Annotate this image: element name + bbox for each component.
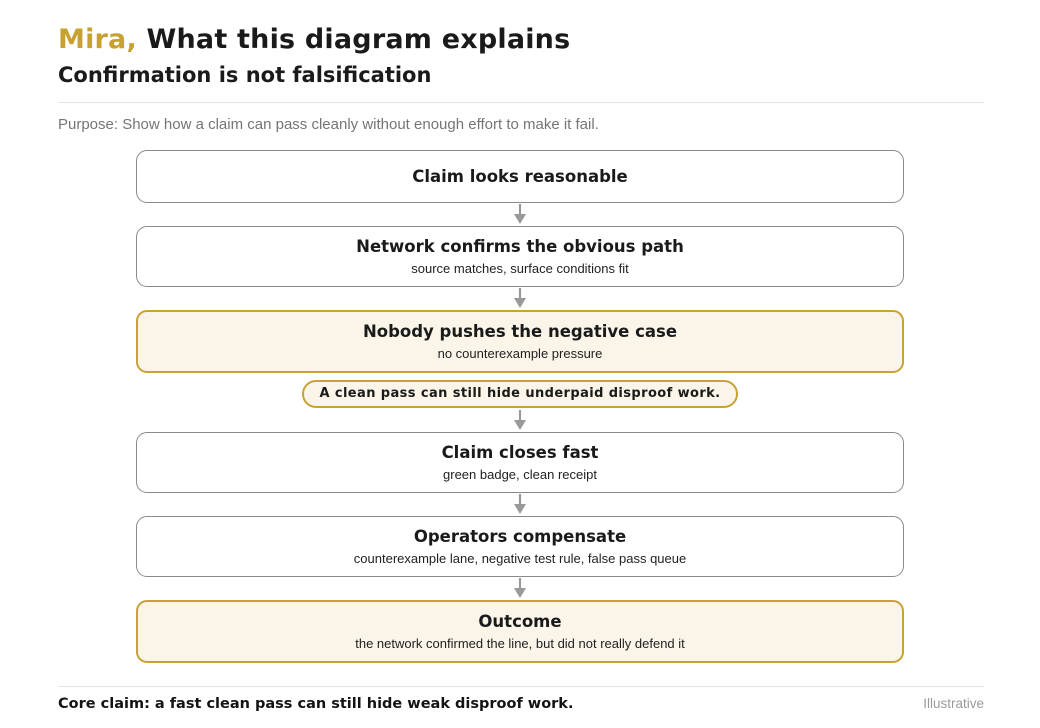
page-title: Mira, What this diagram explains bbox=[58, 24, 982, 56]
header: Mira, What this diagram explains Confirm… bbox=[0, 0, 1040, 88]
down-arrow-icon bbox=[514, 494, 526, 514]
flow-node-subtitle: no counterexample pressure bbox=[437, 346, 603, 361]
flow-node: Outcome the network confirmed the line, b… bbox=[136, 600, 904, 663]
down-arrow-icon bbox=[514, 410, 526, 430]
flow-node-title: Operators compensate bbox=[413, 527, 627, 546]
flow-node-title: Claim closes fast bbox=[441, 443, 599, 462]
flow-connector-arrow bbox=[513, 577, 527, 600]
page-subtitle: Confirmation is not falsification bbox=[58, 63, 432, 87]
callout-note: A clean pass can still hide underpaid di… bbox=[302, 380, 738, 408]
flow-connector-arrow bbox=[513, 493, 527, 516]
purpose-text: Purpose: Show how a claim can pass clean… bbox=[58, 116, 599, 133]
flow-node-title: Claim looks reasonable bbox=[412, 167, 628, 186]
flow-node: Claim closes fast green badge, clean rece… bbox=[136, 432, 904, 493]
flow-node-subtitle: green badge, clean receipt bbox=[443, 467, 597, 482]
down-arrow-icon bbox=[514, 288, 526, 308]
flow-node: Network confirms the obvious path source … bbox=[136, 226, 904, 287]
core-claim-text: Core claim: a fast clean pass can still … bbox=[58, 696, 574, 712]
flow-node-subtitle: source matches, surface conditions fit bbox=[411, 261, 629, 276]
flow-connector-arrow bbox=[513, 287, 527, 310]
header-divider bbox=[58, 102, 984, 103]
footer: Core claim: a fast clean pass can still … bbox=[58, 686, 984, 712]
flow-node-title: Network confirms the obvious path bbox=[356, 237, 684, 256]
flow-node: Nobody pushes the negative case no counte… bbox=[136, 310, 904, 373]
flow-node: Claim looks reasonable bbox=[136, 150, 904, 203]
flow-node-title: Nobody pushes the negative case bbox=[362, 322, 678, 341]
flow-node-subtitle: the network confirmed the line, but did … bbox=[355, 636, 685, 651]
flow-node-subtitle: counterexample lane, negative test rule,… bbox=[353, 551, 687, 566]
flow-node: Operators compensate counterexample lane,… bbox=[136, 516, 904, 577]
down-arrow-icon bbox=[514, 578, 526, 598]
flow-node-title: Outcome bbox=[478, 612, 562, 631]
illustrative-label: Illustrative bbox=[923, 696, 984, 711]
flow-connector-arrow bbox=[513, 203, 527, 226]
flow-connector-arrow bbox=[513, 409, 527, 432]
down-arrow-icon bbox=[514, 204, 526, 224]
page-title-text: What this diagram explains bbox=[136, 24, 571, 55]
brand-name: Mira, bbox=[58, 24, 137, 55]
